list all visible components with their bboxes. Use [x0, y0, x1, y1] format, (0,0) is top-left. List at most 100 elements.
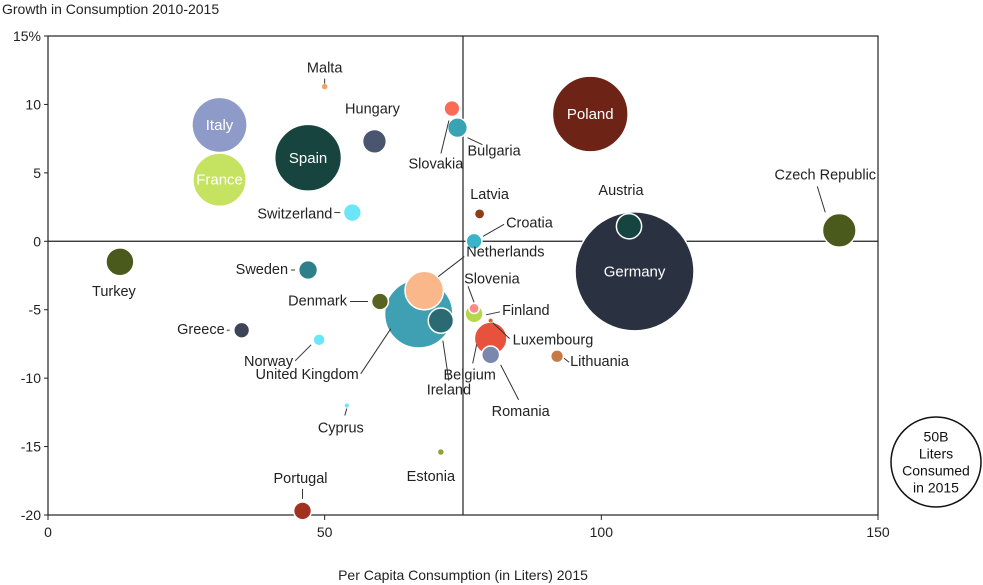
chart-title: Growth in Consumption 2010-2015 — [2, 1, 219, 17]
y-tick-label: -5 — [29, 302, 42, 318]
bubble-france — [192, 152, 247, 208]
bubble-label-belgium: Belgium — [443, 367, 495, 383]
bubble-greece — [233, 321, 251, 339]
bubble-label-sweden: Sweden — [236, 262, 288, 278]
leader-line — [442, 340, 450, 381]
bubble-norway — [312, 333, 326, 347]
y-tick-label: -10 — [21, 370, 41, 386]
bubble-croatia — [465, 232, 483, 250]
x-tick-label: 150 — [866, 524, 890, 540]
y-tick-label: 0 — [33, 233, 41, 249]
x-tick-label: 0 — [44, 524, 52, 540]
leader-line — [485, 311, 501, 316]
y-axis-ticks: 15% 10 5 0 -5 -10 -15 -20 — [13, 28, 48, 523]
bubble-switzerland — [342, 202, 363, 223]
bubble-slovakia — [443, 99, 461, 118]
bubble-label-finland: Finland — [502, 303, 550, 319]
bubble-label-malta: Malta — [307, 61, 343, 77]
y-tick-label: 5 — [33, 165, 41, 181]
bubble-label-italy: Italy — [206, 117, 234, 134]
bubble-label-portugal: Portugal — [274, 471, 328, 487]
bubble-estonia — [437, 448, 445, 456]
leader-line — [437, 256, 465, 277]
leader-line — [816, 186, 826, 213]
leader-line — [440, 120, 450, 154]
leader-line — [500, 364, 520, 401]
bubble-label-estonia: Estonia — [407, 469, 456, 485]
leader-line — [467, 137, 483, 146]
reference-lines — [48, 36, 878, 515]
bubble-slovenia — [468, 302, 480, 315]
bubble-label-united-kingdom: United Kingdom — [256, 367, 359, 383]
leader-lines — [226, 78, 826, 499]
bubble-label-norway: Norway — [244, 354, 294, 370]
bubble-romania — [480, 345, 501, 365]
bubble-turkey — [105, 247, 135, 277]
leader-line — [467, 286, 475, 303]
bubble-denmark — [370, 292, 390, 311]
leader-line — [492, 322, 511, 340]
bubble-latvia — [473, 208, 486, 220]
bubble-lithuania — [549, 349, 565, 364]
bubble-label-ireland: Ireland — [427, 383, 471, 399]
bubble-czech-republic — [821, 212, 857, 248]
y-tick-label: 15% — [13, 28, 41, 44]
bubble-label-latvia: Latvia — [470, 187, 510, 203]
bubble-cyprus — [344, 402, 350, 409]
bubble-label-netherlands: Netherlands — [466, 245, 544, 261]
bubble-portugal — [292, 501, 313, 521]
bubble-label-czech-republic: Czech Republic — [774, 167, 876, 183]
bubble-poland — [551, 75, 629, 153]
legend-text-line: in 2015 — [913, 480, 959, 496]
bubble-label-romania: Romania — [492, 404, 551, 420]
x-axis-title: Per Capita Consumption (in Liters) 2015 — [338, 567, 588, 583]
bubble-austria — [615, 212, 643, 240]
bubble-label-bulgaria: Bulgaria — [467, 144, 521, 160]
leader-line — [482, 223, 505, 237]
bubble-label-hungary: Hungary — [345, 101, 401, 117]
leader-line — [360, 328, 392, 375]
bubble-label-cyprus: Cyprus — [318, 421, 364, 437]
bubble-label-slovenia: Slovenia — [464, 271, 521, 287]
leader-line — [563, 357, 570, 363]
legend-circle — [890, 416, 982, 508]
bubble-sweden — [297, 259, 319, 281]
bubble-labels: MaltaHungaryItalySpainFranceSwitzerlandS… — [92, 61, 876, 487]
y-tick-label: -20 — [21, 507, 41, 523]
bubble-label-greece: Greece — [177, 322, 225, 338]
leader-line — [472, 344, 478, 364]
bubble-label-croatia: Croatia — [506, 215, 554, 231]
bubble-label-turkey: Turkey — [92, 284, 137, 300]
bubble-malta — [321, 83, 328, 90]
bubbles — [105, 75, 857, 521]
legend-text-line: 50B — [924, 429, 949, 445]
bubble-label-luxembourg: Luxembourg — [513, 333, 594, 349]
x-tick-label: 100 — [590, 524, 614, 540]
bubble-ireland — [427, 307, 455, 335]
bubble-germany — [574, 211, 695, 332]
y-tick-label: -15 — [21, 439, 41, 455]
bubble-label-poland: Poland — [567, 106, 614, 123]
legend-text-line: Liters — [919, 446, 953, 462]
bubble-label-spain: Spain — [289, 150, 327, 167]
bubble-label-austria: Austria — [598, 183, 644, 199]
bubble-label-switzerland: Switzerland — [257, 207, 332, 223]
bubble-luxembourg — [488, 318, 494, 324]
x-axis-ticks: 0 50 100 150 — [44, 515, 890, 540]
bubble-label-germany: Germany — [604, 263, 666, 280]
bubble-hungary — [361, 128, 388, 155]
bubble-label-slovakia: Slovakia — [409, 157, 465, 173]
leader-line — [294, 344, 312, 362]
bubble-bulgaria — [446, 117, 469, 139]
bubble-netherlands — [404, 270, 445, 311]
bubble-label-lithuania: Lithuania — [570, 354, 630, 370]
bubble-label-france: France — [196, 172, 243, 189]
y-tick-label: 10 — [25, 96, 41, 112]
bubble-spain — [273, 123, 343, 192]
legend-text-line: Consumed — [902, 463, 970, 479]
bubble-label-denmark: Denmark — [288, 294, 348, 310]
x-tick-label: 50 — [317, 524, 333, 540]
leader-line — [344, 408, 348, 416]
